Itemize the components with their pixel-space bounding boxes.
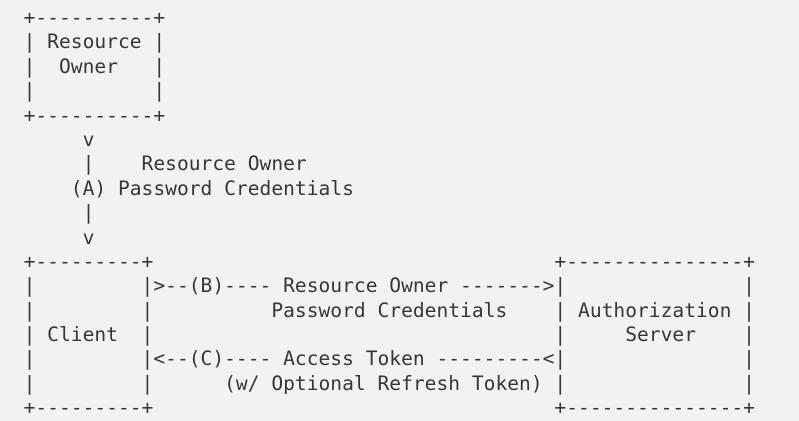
diagram-line-resource-owner-label-1: | Resource | bbox=[0, 30, 166, 54]
diagram-line-resource-owner-label-2: | Owner | bbox=[0, 54, 166, 78]
diagram-line-flow-a-label-1: | Resource Owner bbox=[0, 152, 307, 176]
diagram-line-bottom-boxes-bottom-border: +---------+ +---------------+ bbox=[0, 396, 755, 420]
diagram-line-client-label-and-auth-server-label-2: | Client | | Server | bbox=[0, 323, 755, 347]
diagram-line-bottom-boxes-top-border: +---------+ +---------------+ bbox=[0, 249, 755, 273]
diagram-line-resource-owner-filler: | | bbox=[0, 79, 166, 103]
diagram-line-flow-b-arrow: | |>--(B)---- Resource Owner ------->| | bbox=[0, 274, 755, 298]
diagram-line-flow-c-arrow: | |<--(C)---- Access Token ---------<| | bbox=[0, 347, 755, 371]
diagram-line-arrow-head-a-top: v bbox=[0, 127, 95, 151]
diagram-line-top-box-top-border: +----------+ bbox=[0, 6, 166, 29]
oauth-password-credentials-flow-diagram: +----------+ | Resource | | Owner | | | … bbox=[0, 6, 755, 420]
diagram-line-arrow-head-a-bottom: v bbox=[0, 225, 95, 249]
diagram-line-flow-a-label-2: (A) Password Credentials bbox=[0, 176, 354, 200]
diagram-line-top-box-bottom-border: +----------+ bbox=[0, 103, 166, 127]
diagram-line-flow-b-label-and-auth-server-label-1: | | Password Credentials | Authorization… bbox=[0, 298, 755, 322]
diagram-line-arrow-shaft-a: | bbox=[0, 201, 95, 225]
diagram-line-flow-c-label: | | (w/ Optional Refresh Token) | | bbox=[0, 371, 755, 395]
